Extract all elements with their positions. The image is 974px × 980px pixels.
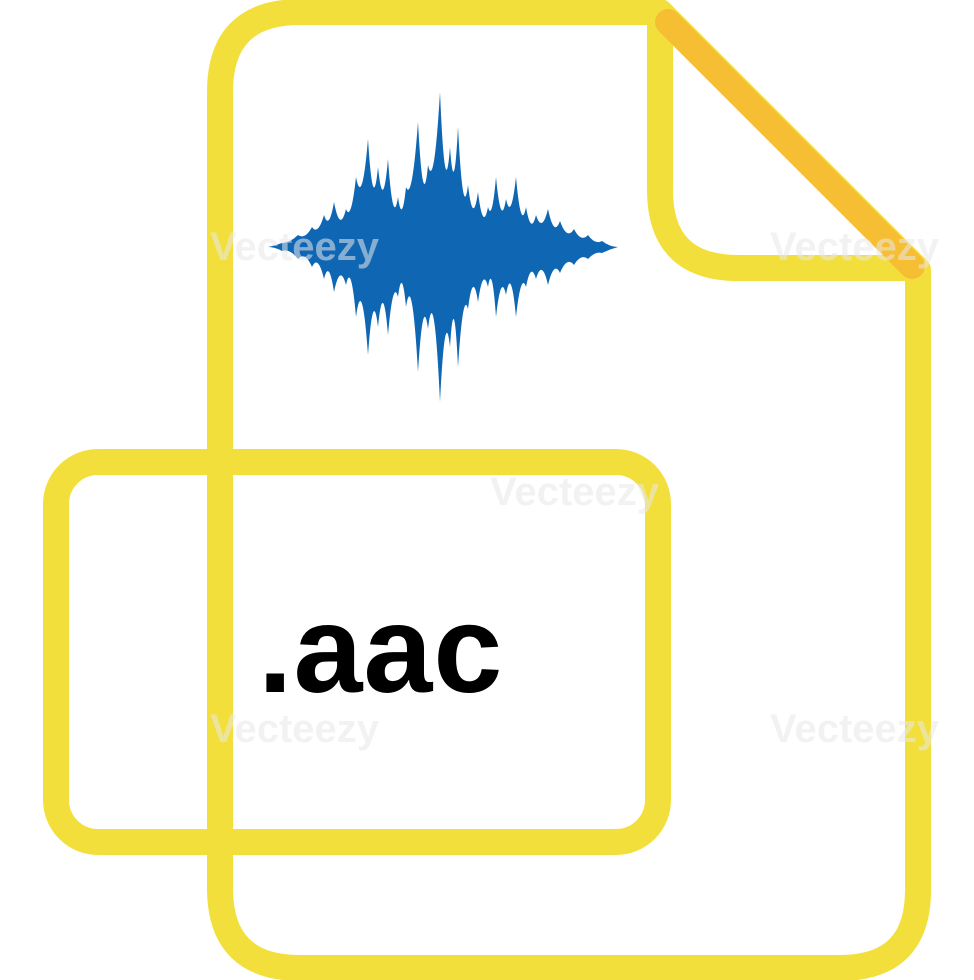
label-box — [43, 449, 671, 855]
folded-corner — [647, 18, 912, 281]
watermark-text: Vecteezy — [770, 225, 940, 269]
audio-waveform-icon — [268, 92, 618, 402]
watermark-layer: Vecteezy Vecteezy Vecteezy Vecteezy Vect… — [210, 225, 940, 751]
fold-edge — [655, 9, 925, 279]
watermark-text: Vecteezy — [210, 707, 380, 751]
watermark-text: Vecteezy — [490, 470, 660, 514]
file-extension-label: .aac — [258, 581, 503, 719]
watermark-text: Vecteezy — [770, 707, 940, 751]
watermark-text: Vecteezy — [210, 225, 380, 269]
